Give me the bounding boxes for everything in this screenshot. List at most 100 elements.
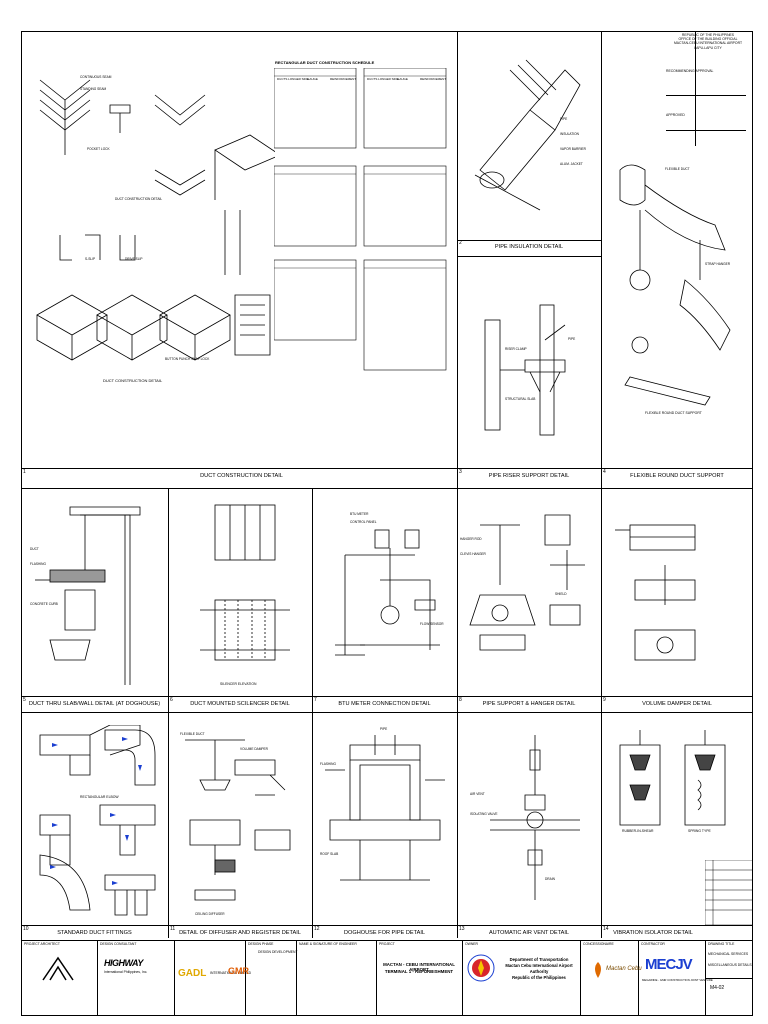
divider <box>580 940 581 1016</box>
sheet-frame <box>21 31 753 1016</box>
svg-text:ROOF SLAB: ROOF SLAB <box>320 852 338 856</box>
divider <box>638 940 639 1016</box>
detail-number: 6 <box>170 697 173 703</box>
engineer-label: NAME & SIGNATURE OF ENGINEER <box>299 942 357 946</box>
divider <box>245 940 246 1016</box>
sheet-number: M4-02 <box>710 985 725 991</box>
detail-title: AUTOMATIC AIR VENT DETAIL <box>488 930 570 936</box>
svg-text:FLASHING: FLASHING <box>320 762 336 766</box>
flexible-duct-drawing: FLEXIBLE DUCT STRAP HANGER <box>619 164 731 406</box>
detail-title: BTU METER CONNECTION DETAIL <box>338 701 431 707</box>
divider <box>462 940 463 1016</box>
owner-block: Department of Transportation Mactan Cebu… <box>499 957 579 981</box>
svg-text:FLOW SENSOR: FLOW SENSOR <box>420 622 444 626</box>
table-header: GAUGE <box>307 77 318 81</box>
duct-schedule-tables <box>274 68 447 371</box>
project-label: PROJECT <box>379 942 395 946</box>
divider <box>21 712 753 713</box>
approved-label: APPROVED <box>666 113 685 117</box>
design-phase-value: DESIGN DEVELOPMENT <box>258 950 298 954</box>
detail-number: 5 <box>23 697 26 703</box>
duct-schedule-title: RECTANGULAR DUCT CONSTRUCTION SCHEDULE <box>275 60 375 65</box>
consultant-name: International Philippines, Inc. <box>104 970 148 974</box>
divider <box>457 240 601 241</box>
design-consultant-label: DESIGN CONSULTANT <box>100 942 137 946</box>
svg-text:STRUCTURAL SLAB: STRUCTURAL SLAB <box>505 397 535 401</box>
divider <box>705 978 753 979</box>
svg-text:FLASHING: FLASHING <box>30 562 46 566</box>
detail-title: DETAIL OF DIFFUSER AND REGISTER DETAIL <box>179 930 301 936</box>
dotr-seal-icon <box>467 954 495 982</box>
diffuser-drawing: FLEXIBLE DUCT VOLUME DAMPER CEILING DIFF… <box>180 732 291 916</box>
authority-line: MACTAN-CEBU INTERNATIONAL AIRPORT <box>673 41 743 46</box>
detail-title: PIPE RISER SUPPORT DETAIL <box>488 473 570 479</box>
svg-text:DRIVE SLIP: DRIVE SLIP <box>125 257 143 261</box>
divider <box>21 925 753 926</box>
cebu-logo-text: Mactan Cebu <box>606 966 642 972</box>
duct-fittings-drawing <box>39 725 156 916</box>
svg-text:PIPE: PIPE <box>560 117 567 121</box>
divider <box>21 940 753 941</box>
divider <box>21 468 753 469</box>
authority-line: REPUBLIC OF THE PHILIPPINES <box>681 33 735 37</box>
consultant-logo: HIGHWAY <box>104 958 143 968</box>
design-phase-label: DESIGN PHASE <box>248 942 274 946</box>
owner-label: OWNER <box>465 942 478 946</box>
svg-text:CEILING DIFFUSER: CEILING DIFFUSER <box>195 912 225 916</box>
detail-number: 10 <box>23 926 29 932</box>
vibration-isolator-drawing <box>619 730 726 826</box>
concessionaire-label: CONCESSIONAIRE <box>583 942 614 946</box>
svg-text:CONTROL PANEL: CONTROL PANEL <box>350 520 377 524</box>
svg-text:ALUM. JACKET: ALUM. JACKET <box>560 162 583 166</box>
gadl-logo: GADL <box>178 968 207 979</box>
detail-title: PIPE INSULATION DETAIL <box>494 244 564 250</box>
flex-duct-subcaption: FLEXIBLE ROUND DUCT SUPPORT <box>645 411 702 415</box>
table-header: DUCTS LONGER SIDE <box>367 77 399 81</box>
svg-text:INSULATION: INSULATION <box>560 132 580 136</box>
divider <box>296 940 297 1016</box>
detail-title: VOLUME DAMPER DETAIL <box>642 701 712 707</box>
detail-number: 1 <box>23 469 26 475</box>
architect-logo-icon <box>42 956 74 981</box>
divider <box>601 31 602 490</box>
detail-title: VIBRATION ISOLATOR DETAIL <box>613 930 693 936</box>
pipe-riser-drawing: RISER CLAMP STRUCTURAL SLAB PIPE <box>484 304 575 436</box>
divider <box>21 488 753 489</box>
detail-title: FLEXIBLE ROUND DUCT SUPPORT <box>630 473 724 479</box>
revision-block <box>705 860 753 925</box>
project-architect-label: PROJECT ARCHITECT <box>24 942 60 946</box>
svg-text:POCKET LOCK: POCKET LOCK <box>87 147 110 151</box>
doghouse-drawing: PIPE FLASHING ROOF SLAB <box>320 727 445 881</box>
svg-text:BTU METER: BTU METER <box>350 512 369 516</box>
table-header: REINFORCEMENT <box>330 77 357 81</box>
detail-number: 11 <box>170 926 176 932</box>
divider <box>174 940 175 1016</box>
project-name-line2: TERMINAL 1 - REFURBISHMENT <box>384 969 454 974</box>
detail-title: PIPE SUPPORT & HANGER DETAIL <box>482 701 576 707</box>
duct-const-subcaption: DUCT CONSTRUCTION DETAIL <box>103 378 163 383</box>
detail-number: 9 <box>603 697 606 703</box>
svg-text:SHIELD: SHIELD <box>555 592 567 596</box>
table-header: DUCTS LONGER SIDE <box>277 77 309 81</box>
detail-number: 14 <box>603 926 609 932</box>
pipe-hanger-drawing: HANGER ROD CLEVIS HANGER SHIELD <box>460 514 585 651</box>
authority-block: REPUBLIC OF THE PHILIPPINES OFFICE OF TH… <box>665 33 751 50</box>
divider <box>312 488 313 938</box>
divider <box>695 31 696 146</box>
contractor-label: CONTRACTOR <box>641 942 665 946</box>
duct-thru-slab-drawing: DUCT FLASHING CONCRETE CURB <box>30 506 141 685</box>
svg-text:VOLUME DAMPER: VOLUME DAMPER <box>240 747 269 751</box>
project-name-line1: MACTAN - CEBU INTERNATIONAL AIRPORT <box>383 962 455 972</box>
divider <box>97 940 98 1016</box>
svg-text:PIPE: PIPE <box>380 727 387 731</box>
signature-line <box>666 95 746 96</box>
detail-number: 7 <box>314 697 317 703</box>
detail-number: 13 <box>459 926 465 932</box>
detail-number: 2 <box>459 240 462 246</box>
recommending-approval: RECOMMENDING APPROVAL <box>666 69 714 73</box>
drawing-title-line1: MECHANICAL SERVICES <box>708 952 749 956</box>
mcjv-logo: MECJV <box>645 956 693 973</box>
detail-title: DUCT CONSTRUCTION DETAIL <box>200 473 283 479</box>
gadl-sub: INTERNATIONAL LIMITED <box>210 971 252 975</box>
